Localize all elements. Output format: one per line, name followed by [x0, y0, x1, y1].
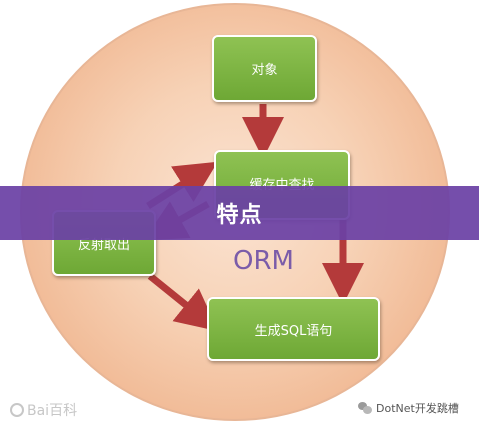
wechat-icon	[358, 402, 372, 414]
wechat-watermark: DotNet开发跳槽	[358, 400, 459, 416]
arrow-reflection-to-sql	[147, 273, 219, 332]
banner-title: 特点	[216, 203, 263, 228]
node-sql-label: 生成SQL语句	[254, 323, 333, 339]
node-reflection-label: 反射取出	[77, 237, 130, 253]
node-generate-sql: 生成SQL语句	[207, 297, 380, 361]
node-object-label: 对象	[251, 63, 278, 78]
node-object: 对象	[212, 35, 317, 102]
baidu-paw-icon	[10, 403, 24, 417]
baidu-watermark: Bai百科	[10, 400, 77, 420]
title-banner: 特点	[0, 186, 479, 240]
wechat-watermark-text: DotNet开发跳槽	[376, 402, 459, 415]
center-label: ORM	[233, 246, 294, 276]
baidu-watermark-text: Bai百科	[27, 403, 78, 419]
